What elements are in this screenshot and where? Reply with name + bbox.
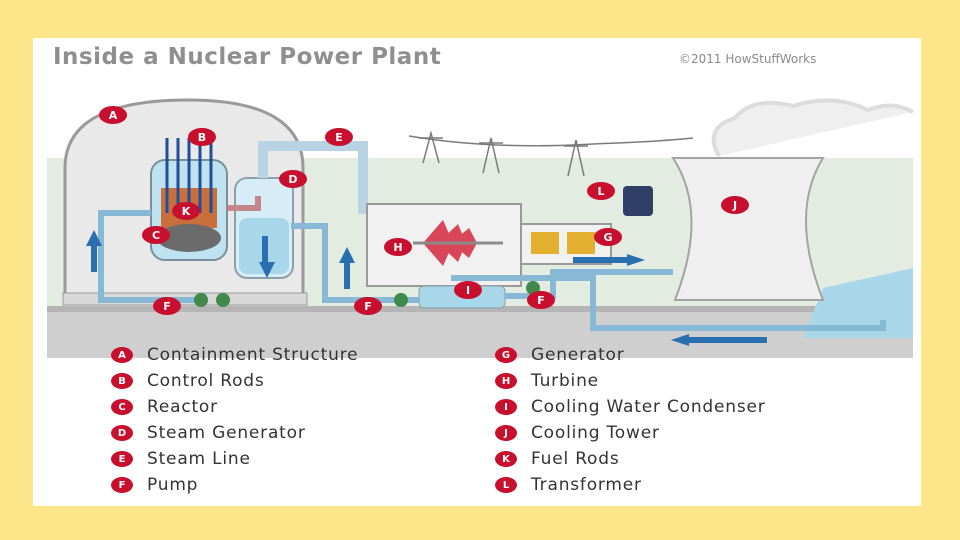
- legend-item-containment-structure: A Containment Structure: [111, 344, 358, 366]
- legend-label: Steam Generator: [147, 423, 306, 443]
- legend-badge: E: [111, 451, 133, 467]
- label-f-cooling-pump: F: [527, 291, 555, 309]
- reactor-bottom: [157, 224, 221, 252]
- svg-text:G: G: [603, 231, 612, 244]
- transformer-unit: [623, 186, 653, 216]
- legend-item-generator: G Generator: [495, 344, 625, 366]
- hot-leg-pipe: [227, 196, 261, 211]
- label-i: I: [454, 281, 482, 299]
- svg-text:L: L: [597, 185, 604, 198]
- legend-item-cooling-water-condenser: I Cooling Water Condenser: [495, 396, 766, 418]
- label-l: L: [587, 182, 615, 200]
- legend-label: Cooling Tower: [531, 423, 660, 443]
- svg-text:I: I: [466, 284, 470, 297]
- legend-badge: G: [495, 347, 517, 363]
- svg-text:K: K: [182, 205, 191, 218]
- copyright-notice: ©2011 HowStuffWorks: [679, 52, 817, 66]
- svg-text:B: B: [198, 131, 206, 144]
- legend-label: Pump: [147, 475, 199, 495]
- legend-label: Fuel Rods: [531, 449, 620, 469]
- legend-item-pump: F Pump: [111, 474, 198, 496]
- legend-badge: L: [495, 477, 517, 493]
- legend-item-reactor: C Reactor: [111, 396, 218, 418]
- pumps: [194, 281, 540, 307]
- svg-text:F: F: [364, 300, 372, 313]
- label-f-feed-pump: F: [354, 297, 382, 315]
- legend-label: Cooling Water Condenser: [531, 397, 766, 417]
- legend-label: Turbine: [531, 371, 599, 391]
- legend-item-turbine: H Turbine: [495, 370, 599, 392]
- steam-line-pipe: [258, 141, 368, 214]
- legend-label: Containment Structure: [147, 345, 359, 365]
- cooling-water-pipe: [451, 275, 886, 331]
- legend-label: Generator: [531, 345, 625, 365]
- legend-item-steam-line: E Steam Line: [111, 448, 251, 470]
- legend-item-cooling-tower: J Cooling Tower: [495, 422, 660, 444]
- generator-unit-2: [567, 232, 595, 254]
- legend-badge: K: [495, 451, 517, 467]
- control-rods: [165, 138, 213, 213]
- legend-badge: D: [111, 425, 133, 441]
- legend-label: Transformer: [531, 475, 642, 495]
- label-j: J: [721, 196, 749, 214]
- transmission-towers: [408, 130, 694, 177]
- legend-item-steam-generator: D Steam Generator: [111, 422, 306, 444]
- svg-text:F: F: [537, 294, 545, 307]
- legend-label: Reactor: [147, 397, 218, 417]
- page-title: Inside a Nuclear Power Plant: [53, 44, 442, 70]
- legend-label: Control Rods: [147, 371, 265, 391]
- label-e: E: [325, 128, 353, 146]
- legend-item-transformer: L Transformer: [495, 474, 642, 496]
- svg-text:C: C: [152, 229, 160, 242]
- legend-item-fuel-rods: K Fuel Rods: [495, 448, 620, 470]
- legend-badge: A: [111, 347, 133, 363]
- label-k: K: [172, 202, 200, 220]
- legend-badge: I: [495, 399, 517, 415]
- flow-arrows: [86, 230, 767, 346]
- svg-text:F: F: [163, 300, 171, 313]
- label-c: C: [142, 226, 170, 244]
- ground-edge: [47, 306, 913, 312]
- legend-badge: F: [111, 477, 133, 493]
- label-f-reactor-pump: F: [153, 297, 181, 315]
- ground-slab: [47, 306, 913, 358]
- label-g: G: [594, 228, 622, 246]
- label-h: H: [384, 238, 412, 256]
- label-b: B: [188, 128, 216, 146]
- svg-text:J: J: [732, 199, 737, 212]
- generator-unit-1: [531, 232, 559, 254]
- svg-text:H: H: [393, 241, 402, 254]
- legend-item-control-rods: B Control Rods: [111, 370, 265, 392]
- legend-badge: J: [495, 425, 517, 441]
- cooling-tower: [671, 157, 825, 301]
- power-plant-illustration: A B C D E F F F: [47, 98, 915, 358]
- label-d: D: [279, 170, 307, 188]
- diagram-frame: Inside a Nuclear Power Plant ©2011 HowSt…: [33, 38, 921, 506]
- svg-text:E: E: [335, 131, 343, 144]
- svg-text:A: A: [109, 109, 118, 122]
- legend-badge: C: [111, 399, 133, 415]
- legend-label: Steam Line: [147, 449, 251, 469]
- legend-badge: H: [495, 373, 517, 389]
- steam-plume: [711, 98, 915, 157]
- label-a: A: [99, 106, 127, 124]
- svg-text:D: D: [288, 173, 297, 186]
- legend-badge: B: [111, 373, 133, 389]
